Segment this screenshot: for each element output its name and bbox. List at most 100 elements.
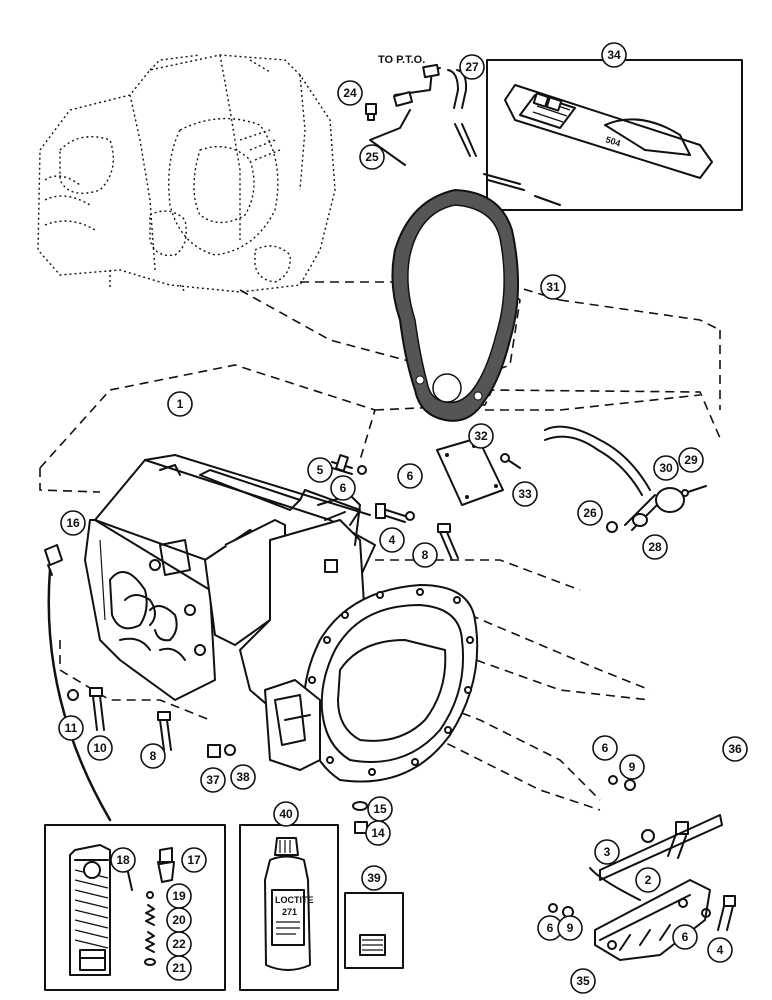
callout-circle xyxy=(540,274,566,300)
callout-circle xyxy=(642,534,668,560)
callout-circle xyxy=(87,735,113,761)
callout-circle xyxy=(722,736,748,762)
callout-number: 16 xyxy=(66,516,80,530)
callout-circle xyxy=(58,715,84,741)
callout-c9b: 9 xyxy=(557,915,583,941)
callout-c30: 30 xyxy=(653,455,679,481)
callout-circle xyxy=(361,865,387,891)
callout-number: 6 xyxy=(682,930,689,944)
callout-c16: 16 xyxy=(60,510,86,536)
callout-number: 8 xyxy=(150,749,157,763)
callout-circle xyxy=(273,801,299,827)
callout-c6b: 6 xyxy=(397,463,423,489)
callout-circle xyxy=(307,457,333,483)
callout-c2: 2 xyxy=(635,867,661,893)
callout-c34: 34 xyxy=(601,42,627,68)
bolt-part-4a xyxy=(375,503,406,523)
callout-number: 25 xyxy=(365,150,379,164)
callout-c27: 27 xyxy=(459,54,485,80)
washer-part-38 xyxy=(224,744,236,756)
screw-part-33 xyxy=(500,453,521,469)
callout-number: 4 xyxy=(717,943,724,957)
washer-part-15 xyxy=(352,801,368,811)
callout-circle xyxy=(110,847,136,873)
callout-c6a: 6 xyxy=(330,475,356,501)
callout-c15: 15 xyxy=(367,796,393,822)
clutch-housing-part-1 xyxy=(84,454,479,783)
callout-c22: 22 xyxy=(166,931,192,957)
lockwasher-part-3 xyxy=(641,829,655,843)
callout-number: 20 xyxy=(172,913,186,927)
callout-c9a: 9 xyxy=(619,754,645,780)
callout-c11: 11 xyxy=(58,715,84,741)
cover-plate-32 xyxy=(436,437,504,506)
linkage-rod-assembly xyxy=(544,425,707,533)
callout-c29: 29 xyxy=(678,447,704,473)
callout-c6d: 6 xyxy=(537,915,563,941)
callout-number: 6 xyxy=(407,469,414,483)
callout-circle xyxy=(592,735,618,761)
callout-c24: 24 xyxy=(337,80,363,106)
callout-c5: 5 xyxy=(307,457,333,483)
callout-number: 31 xyxy=(546,280,560,294)
fitting-part-14 xyxy=(354,821,368,834)
washer-part-6a xyxy=(357,465,367,475)
callout-number: 3 xyxy=(604,845,611,859)
plug-part-37 xyxy=(207,744,221,758)
callout-circle xyxy=(707,937,733,963)
callout-number: 6 xyxy=(602,741,609,755)
callout-layer: 1234456666688991011141516171819202122242… xyxy=(58,42,748,994)
callout-circle xyxy=(200,767,226,793)
callout-circle xyxy=(397,463,423,489)
callout-number: 36 xyxy=(728,742,742,756)
callout-number: 32 xyxy=(474,429,488,443)
callout-c40: 40 xyxy=(273,801,299,827)
callout-c3: 3 xyxy=(594,839,620,865)
callout-number: 40 xyxy=(279,807,293,821)
callout-circle xyxy=(468,423,494,449)
callout-number: 24 xyxy=(343,86,357,100)
callout-c37: 37 xyxy=(200,767,226,793)
callout-c39: 39 xyxy=(361,865,387,891)
callout-circle xyxy=(379,527,405,553)
callout-c32: 32 xyxy=(468,423,494,449)
gasket-part-31 xyxy=(391,188,520,422)
callout-number: 19 xyxy=(172,889,186,903)
callout-circle xyxy=(181,847,207,873)
callout-circle xyxy=(166,931,192,957)
callout-number: 28 xyxy=(648,540,662,554)
callout-number: 34 xyxy=(607,48,621,62)
callout-circle xyxy=(167,391,193,417)
callout-circle xyxy=(594,839,620,865)
callout-number: 21 xyxy=(172,961,186,975)
pto-tube-assembly xyxy=(369,63,561,206)
callout-number: 17 xyxy=(187,853,201,867)
callout-number: 2 xyxy=(645,873,652,887)
callout-circle xyxy=(601,42,627,68)
callout-circle xyxy=(60,510,86,536)
callout-circle xyxy=(459,54,485,80)
callout-number: 11 xyxy=(65,721,78,735)
callout-c17: 17 xyxy=(181,847,207,873)
callout-circle xyxy=(635,867,661,893)
callout-number: 4 xyxy=(389,533,396,547)
callout-c18: 18 xyxy=(110,847,136,873)
fitting-part-24 xyxy=(365,103,377,121)
callout-number: 38 xyxy=(236,770,250,784)
callout-number: 1 xyxy=(177,397,184,411)
callout-circle xyxy=(672,924,698,950)
callout-c26: 26 xyxy=(577,500,603,526)
callout-circle xyxy=(577,500,603,526)
callout-c38: 38 xyxy=(230,764,256,790)
callout-c14: 14 xyxy=(365,820,391,846)
callout-circle xyxy=(557,915,583,941)
callout-c28: 28 xyxy=(642,534,668,560)
callout-c31: 31 xyxy=(540,274,566,300)
callout-c6c: 6 xyxy=(592,735,618,761)
callout-c20: 20 xyxy=(166,907,192,933)
callout-c33: 33 xyxy=(512,481,538,507)
bolt-part-5 xyxy=(331,454,353,475)
callout-c19: 19 xyxy=(166,883,192,909)
callout-number: 18 xyxy=(116,853,130,867)
